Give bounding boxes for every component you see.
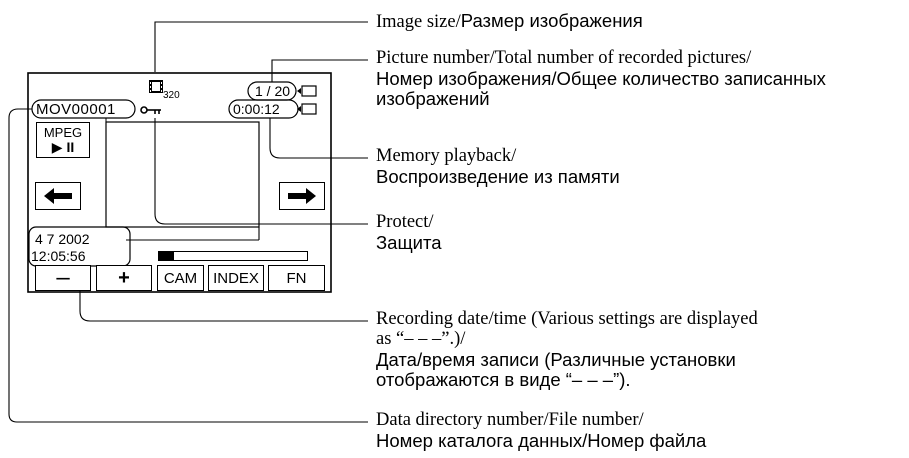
time-value: 12:05:56 [31,248,86,264]
protect-label-ru: Защита [376,232,442,253]
recording-date-leader [79,266,368,322]
key-protect-icon [140,106,161,114]
film-strip-icon [149,80,163,93]
data-directory-leader [8,108,368,423]
picture-area [105,121,260,228]
file-name-value: MOV00001 [36,101,116,118]
protect-label-en: Protect/ [376,212,434,232]
image-size-leader [154,21,368,72]
recording-date-label-ru2: отображаются в виде “– – –”). [376,369,631,390]
plus-button[interactable]: + [96,265,152,291]
protect-leader [154,118,368,225]
memory-playback-leader [269,118,368,159]
screen-frame [27,72,332,293]
picture-number-label-en: Picture number/Total number of recorded … [376,48,752,68]
progress-bar [158,251,308,261]
image-size-label-ru: Размер изображения [460,10,643,31]
picture-number-label-ru1: Номер изображения/Общее количество запис… [376,68,826,89]
cam-button[interactable]: CAM [157,265,204,291]
fn-button[interactable]: FN [268,265,325,291]
image-size-value: 320 [163,90,180,101]
right-arrow-icon [288,188,316,204]
left-arrow-icon [44,188,72,204]
memory-card-icon [297,103,317,115]
play-pause-icon: ▶ II [51,139,75,155]
image-size-label-en: Image size/ [376,12,461,32]
date-value: 4 7 2002 [35,231,90,247]
playback-time-value: 0:00:12 [233,101,280,117]
data-directory-label-en: Data directory number/File number/ [376,410,644,430]
picture-number-value: 1 / 20 [255,83,291,99]
data-directory-label-ru: Номер каталога данных/Номер файла [376,430,707,451]
recording-date-label-en1: Recording date/time (Various settings ar… [376,309,758,329]
picture-number-label-ru2: изображений [376,88,490,109]
index-button[interactable]: INDEX [208,265,264,291]
memory-playback-label-en: Memory playback/ [376,146,517,166]
picture-number-leader [271,59,368,82]
mpeg-label: MPEG [43,125,83,140]
mpeg-play-pause-button[interactable]: MPEG ▶ II [36,122,90,158]
image-size-label: Image size/Размер изображения [376,10,643,33]
progress-fill [159,252,174,260]
minus-button[interactable]: – [35,264,91,291]
memory-playback-label-ru: Воспроизведение из памяти [376,166,620,187]
previous-button[interactable] [35,182,81,210]
recording-date-label-ru1: Дата/время записи (Различные установки [376,349,736,370]
memory-card-icon [297,85,317,97]
next-button[interactable] [279,182,325,210]
recording-date-label-en2: as “– – –”.)/ [376,329,466,349]
